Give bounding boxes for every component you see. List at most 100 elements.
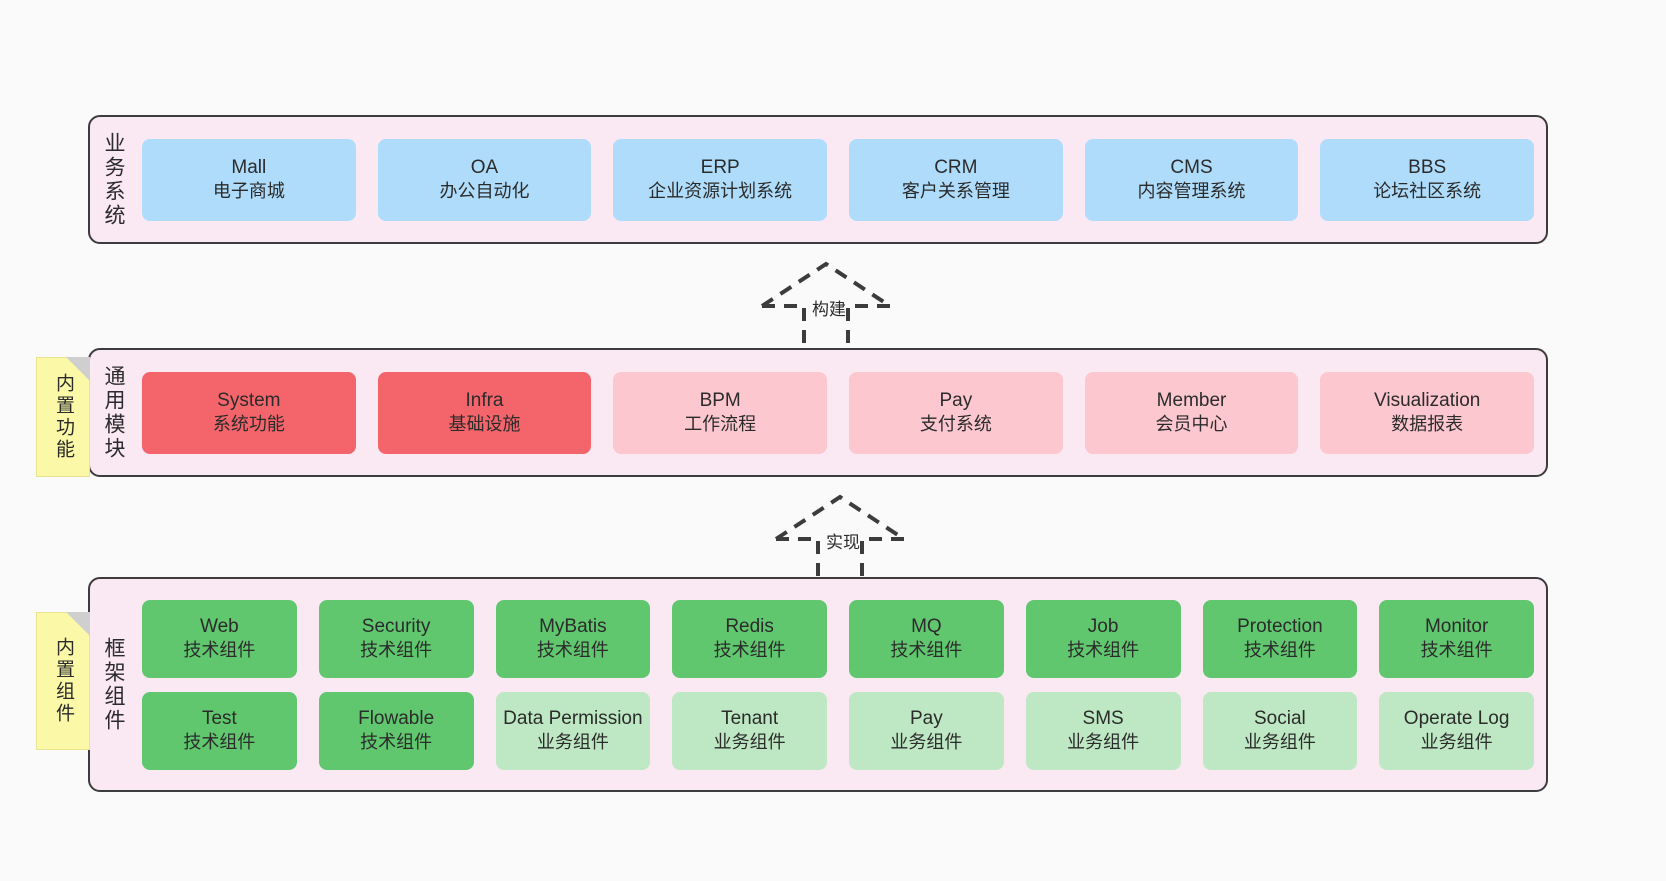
layer-business-systems: 业务系统 Mall 电子商城 OA 办公自动化 ERP 企业资源计划系统 CRM… bbox=[88, 115, 1548, 244]
connector-implement-glyph bbox=[774, 494, 906, 581]
node-pay-module[interactable]: Pay 支付系统 bbox=[849, 371, 1063, 454]
node-mall[interactable]: Mall 电子商城 bbox=[142, 138, 356, 221]
node-subtitle: 系统功能 bbox=[212, 414, 285, 435]
node-member[interactable]: Member 会员中心 bbox=[1084, 371, 1299, 454]
node-title: Job bbox=[1087, 615, 1119, 637]
node-subtitle: 技术组件 bbox=[890, 640, 963, 661]
sticky-note-text: 内置功能 bbox=[52, 373, 74, 461]
connector-build: 构建 bbox=[756, 258, 932, 348]
layer-body-business-systems: Mall 电子商城 OA 办公自动化 ERP 企业资源计划系统 CRM 客户关系… bbox=[136, 117, 1546, 242]
node-subtitle: 业务组件 bbox=[713, 732, 786, 753]
node-subtitle: 技术组件 bbox=[360, 640, 433, 661]
node-social[interactable]: Social 业务组件 bbox=[1202, 691, 1358, 770]
node-monitor[interactable]: Monitor 技术组件 bbox=[1379, 599, 1534, 678]
node-title: Mall bbox=[231, 156, 267, 178]
node-title: BBS bbox=[1408, 156, 1447, 178]
connector-implement-label: 实现 bbox=[826, 533, 860, 552]
node-row: Mall 电子商城 OA 办公自动化 ERP 企业资源计划系统 CRM 客户关系… bbox=[142, 138, 1535, 221]
node-bpm[interactable]: BPM 工作流程 bbox=[613, 371, 828, 454]
node-title: Flowable bbox=[358, 707, 435, 729]
node-title: MyBatis bbox=[539, 615, 607, 637]
node-subtitle: 办公自动化 bbox=[439, 181, 530, 202]
node-title: Pay bbox=[910, 707, 943, 729]
node-protection[interactable]: Protection 技术组件 bbox=[1202, 599, 1358, 678]
node-tenant[interactable]: Tenant 业务组件 bbox=[672, 691, 827, 770]
node-row: Web 技术组件 Security 技术组件 MyBatis 技术组件 Redi… bbox=[142, 599, 1534, 678]
layer-framework-components: 框架组件 Web 技术组件 Security 技术组件 MyBatis 技术组件… bbox=[88, 577, 1548, 792]
node-subtitle: 技术组件 bbox=[1067, 640, 1140, 661]
node-subtitle: 业务组件 bbox=[1420, 732, 1493, 753]
node-subtitle: 技术组件 bbox=[360, 732, 433, 753]
node-title: ERP bbox=[700, 156, 740, 178]
node-title: OA bbox=[470, 156, 499, 178]
node-subtitle: 业务组件 bbox=[536, 732, 609, 753]
node-job[interactable]: Job 技术组件 bbox=[1025, 599, 1181, 678]
node-title: Protection bbox=[1237, 615, 1323, 637]
node-title: Infra bbox=[465, 389, 504, 411]
node-data-permission[interactable]: Data Permission 业务组件 bbox=[495, 691, 651, 770]
layer-label-business-systems: 业务系统 bbox=[102, 131, 126, 228]
node-subtitle: 内容管理系统 bbox=[1137, 181, 1246, 202]
node-sms[interactable]: SMS 业务组件 bbox=[1025, 691, 1181, 770]
node-subtitle: 电子商城 bbox=[212, 181, 285, 202]
node-title: Test bbox=[201, 707, 237, 729]
node-oa[interactable]: OA 办公自动化 bbox=[377, 138, 592, 221]
node-subtitle: 企业资源计划系统 bbox=[648, 181, 793, 202]
node-mq[interactable]: MQ 技术组件 bbox=[849, 599, 1004, 678]
node-title: Monitor bbox=[1424, 615, 1489, 637]
node-bbs[interactable]: BBS 论坛社区系统 bbox=[1320, 138, 1535, 221]
node-cms[interactable]: CMS 内容管理系统 bbox=[1084, 138, 1299, 221]
node-title: Visualization bbox=[1374, 389, 1481, 411]
node-subtitle: 客户关系管理 bbox=[901, 181, 1010, 202]
node-row: Test 技术组件 Flowable 技术组件 Data Permission … bbox=[142, 691, 1534, 770]
layer-label-framework-components: 框架组件 bbox=[102, 636, 126, 733]
node-system[interactable]: System 系统功能 bbox=[142, 371, 356, 454]
node-crm[interactable]: CRM 客户关系管理 bbox=[849, 138, 1063, 221]
node-subtitle: 业务组件 bbox=[1243, 732, 1316, 753]
node-redis[interactable]: Redis 技术组件 bbox=[672, 599, 827, 678]
node-title: Pay bbox=[939, 389, 973, 411]
node-row: System 系统功能 Infra 基础设施 BPM 工作流程 Pay 支付系统… bbox=[142, 371, 1535, 454]
node-title: Tenant bbox=[721, 707, 779, 729]
connector-build-glyph bbox=[760, 261, 892, 348]
node-title: Security bbox=[361, 615, 431, 637]
node-visualization[interactable]: Visualization 数据报表 bbox=[1320, 371, 1535, 454]
layer-body-common-modules: System 系统功能 Infra 基础设施 BPM 工作流程 Pay 支付系统… bbox=[136, 350, 1546, 475]
node-mybatis[interactable]: MyBatis 技术组件 bbox=[495, 599, 651, 678]
node-subtitle: 论坛社区系统 bbox=[1373, 181, 1482, 202]
node-web[interactable]: Web 技术组件 bbox=[142, 599, 297, 678]
node-subtitle: 技术组件 bbox=[1243, 640, 1316, 661]
node-title: Data Permission bbox=[503, 707, 643, 729]
node-subtitle: 基础设施 bbox=[448, 414, 521, 435]
node-subtitle: 支付系统 bbox=[919, 414, 992, 435]
connector-implement: 实现 bbox=[770, 491, 946, 581]
node-test[interactable]: Test 技术组件 bbox=[142, 691, 297, 770]
sticky-note-builtin-components: 内置组件 bbox=[36, 612, 90, 750]
layer-label-common-modules: 通用模块 bbox=[102, 364, 126, 461]
node-title: Web bbox=[200, 615, 239, 637]
node-security[interactable]: Security 技术组件 bbox=[318, 599, 474, 678]
node-pay-component[interactable]: Pay 业务组件 bbox=[849, 691, 1004, 770]
node-subtitle: 技术组件 bbox=[1420, 640, 1493, 661]
connector-build-label: 构建 bbox=[812, 300, 846, 319]
node-title: SMS bbox=[1082, 707, 1124, 729]
node-subtitle: 技术组件 bbox=[536, 640, 609, 661]
sticky-note-text: 内置组件 bbox=[52, 637, 74, 725]
node-title: System bbox=[217, 389, 281, 411]
node-subtitle: 业务组件 bbox=[890, 732, 963, 753]
node-subtitle: 工作流程 bbox=[684, 414, 757, 435]
node-infra[interactable]: Infra 基础设施 bbox=[377, 371, 592, 454]
node-subtitle: 技术组件 bbox=[713, 640, 786, 661]
node-title: BPM bbox=[699, 389, 741, 411]
node-subtitle: 会员中心 bbox=[1155, 414, 1228, 435]
layer-body-framework-components: Web 技术组件 Security 技术组件 MyBatis 技术组件 Redi… bbox=[136, 579, 1546, 790]
node-erp[interactable]: ERP 企业资源计划系统 bbox=[613, 138, 828, 221]
node-operate-log[interactable]: Operate Log 业务组件 bbox=[1379, 691, 1534, 770]
node-title: Redis bbox=[725, 615, 774, 637]
node-flowable[interactable]: Flowable 技术组件 bbox=[318, 691, 474, 770]
node-title: Member bbox=[1156, 389, 1227, 411]
node-title: MQ bbox=[911, 615, 942, 637]
node-subtitle: 数据报表 bbox=[1391, 414, 1464, 435]
node-subtitle: 技术组件 bbox=[183, 732, 256, 753]
